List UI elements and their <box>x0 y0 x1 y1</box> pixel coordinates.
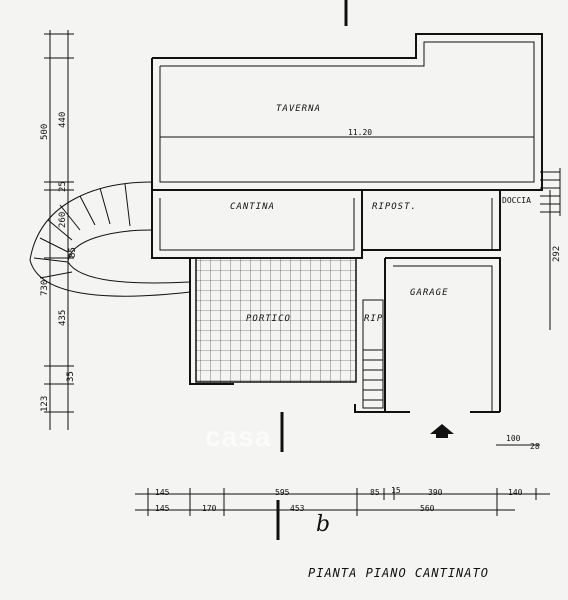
dim-25: 25 <box>58 181 68 192</box>
row1-dim-5: 140 <box>508 488 523 497</box>
dim-440: 440 <box>58 111 68 128</box>
signature: b <box>316 512 331 537</box>
rip-stair <box>362 299 384 409</box>
dim-123: 123 <box>40 395 50 412</box>
row1-dim-3: 15 <box>391 486 401 495</box>
dim-500: 500 <box>40 123 50 140</box>
room-label-cantina: CANTINA <box>230 202 275 212</box>
spiral-stair <box>29 181 191 297</box>
row1-dim-4: 390 <box>428 488 443 497</box>
arrow-up-icon <box>430 424 454 434</box>
taverna-width-dim: 11.20 <box>348 128 373 137</box>
row2-dim-3: 560 <box>420 504 435 513</box>
wall-garage <box>385 257 501 412</box>
dim-435: 435 <box>58 309 68 326</box>
dim-28: 28 <box>530 442 540 451</box>
dim-85: 85 <box>68 247 78 258</box>
room-label-ripost: RIPOST. <box>372 202 417 212</box>
row2-dim-2: 453 <box>290 504 305 513</box>
row2-dim-1: 170 <box>202 504 217 513</box>
watermark: casa <box>205 421 272 452</box>
row1-dim-2: 85 <box>370 488 380 497</box>
room-label-taverna: TAVERNA <box>276 104 321 114</box>
dim-292: 292 <box>552 245 562 262</box>
plan-title: PIANTA PIANO CANTINATO <box>308 566 489 580</box>
row1-dim-1: 595 <box>275 488 290 497</box>
dim-730: 730 <box>40 279 50 296</box>
room-label-garage: GARAGE <box>410 288 449 298</box>
outer-wall-inner <box>159 41 535 183</box>
wall-ripost <box>362 190 501 251</box>
bottom-ticks <box>147 488 537 516</box>
dim-100: 100 <box>506 434 521 443</box>
row2-dim-0: 145 <box>155 504 170 513</box>
room-label-portico: PORTICO <box>246 314 291 324</box>
wall-cantina <box>151 190 363 259</box>
room-label-rip: RIP. <box>364 314 390 324</box>
outer-wall <box>151 33 543 191</box>
room-label-doccia: DOCCIA <box>502 196 531 205</box>
row1-dim-0: 145 <box>155 488 170 497</box>
dim-35: 35 <box>66 371 76 382</box>
dim-260: 260 <box>58 211 68 228</box>
portico-grid <box>195 257 357 383</box>
